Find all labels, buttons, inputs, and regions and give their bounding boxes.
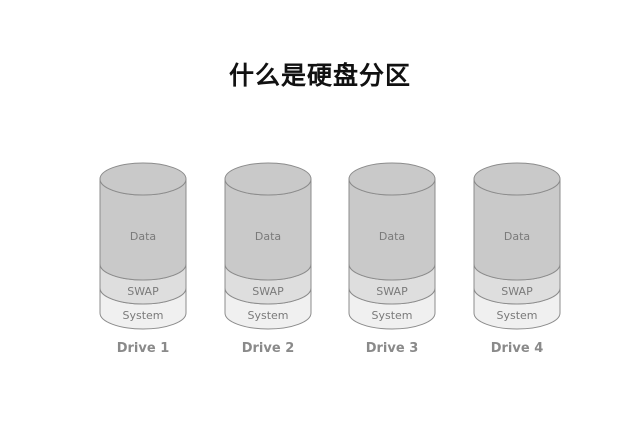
drive-2: Data SWAP System Drive 2 — [224, 162, 312, 356]
data-segment-label: Data — [130, 230, 156, 243]
drive-label: Drive 2 — [242, 341, 295, 356]
swap-segment-label: SWAP — [501, 285, 533, 298]
cylinder-top — [224, 162, 312, 196]
system-segment-label: System — [371, 309, 412, 322]
drive-label: Drive 3 — [366, 341, 419, 356]
cylinder-top — [99, 162, 187, 196]
drive-label: Drive 4 — [491, 341, 544, 356]
cylinder-top — [473, 162, 561, 196]
cylinder-top — [348, 162, 436, 196]
swap-segment-label: SWAP — [127, 285, 159, 298]
swap-segment-label: SWAP — [252, 285, 284, 298]
swap-segment-label: SWAP — [376, 285, 408, 298]
drive-label: Drive 1 — [117, 341, 170, 356]
system-segment-label: System — [496, 309, 537, 322]
data-segment-label: Data — [379, 230, 405, 243]
drive-3: Data SWAP System Drive 3 — [348, 162, 436, 356]
system-segment-label: System — [247, 309, 288, 322]
drive-1: Data SWAP System Drive 1 — [99, 162, 187, 356]
data-segment-label: Data — [504, 230, 530, 243]
page-title: 什么是硬盘分区 — [228, 61, 411, 90]
drive-4: Data SWAP System Drive 4 — [473, 162, 561, 356]
system-segment-label: System — [122, 309, 163, 322]
data-segment-label: Data — [255, 230, 281, 243]
